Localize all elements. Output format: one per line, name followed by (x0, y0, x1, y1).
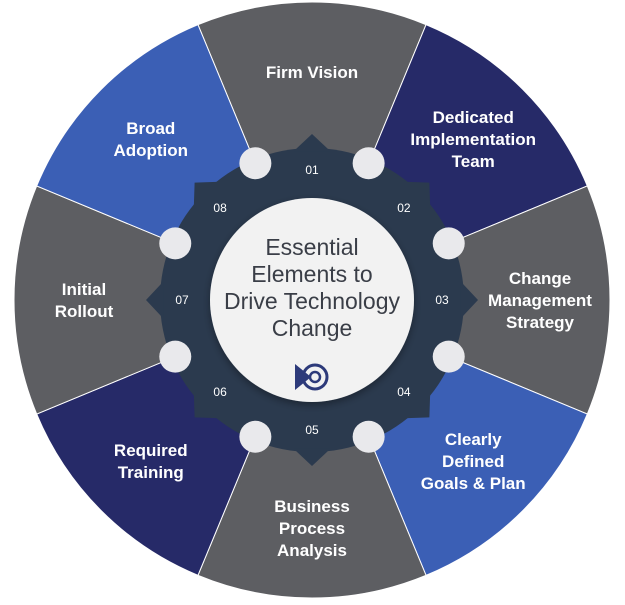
segment-label-line: Clearly (445, 430, 502, 449)
segment-number-06: 06 (213, 385, 227, 399)
segment-number-08: 08 (213, 201, 227, 215)
segment-label-line: Broad (126, 119, 175, 138)
center-title-line: Change (272, 315, 353, 341)
gear-notch (432, 227, 465, 260)
gear-pointer-01 (293, 134, 331, 152)
center-title-line: Essential (265, 234, 358, 260)
segment-label-line: Analysis (277, 541, 347, 560)
segment-number-02: 02 (397, 201, 411, 215)
segment-label-line: Defined (442, 452, 504, 471)
gear-pointer-03 (460, 281, 478, 319)
segment-number-05: 05 (305, 423, 319, 437)
numbers-layer: 01 02 03 04 05 06 07 08 (175, 163, 449, 437)
target-play-icon (295, 363, 329, 391)
segment-label-line: Adoption (113, 141, 188, 160)
gear-notch (159, 227, 192, 260)
segment-number-07: 07 (175, 293, 189, 307)
gear-notch (432, 340, 465, 373)
segment-label-line: Dedicated (433, 108, 514, 127)
segment-label-line: Implementation (410, 130, 536, 149)
segment-label-line: Business (274, 497, 350, 516)
center-title-line: Drive Technology (224, 288, 401, 314)
segment-label-line: Management (488, 291, 592, 310)
segment-label-line: Team (452, 152, 495, 171)
segment-label-line: Firm Vision (266, 63, 358, 82)
segment-number-03: 03 (435, 293, 449, 307)
gear-pointer-04 (404, 392, 431, 419)
center-circle (210, 198, 414, 402)
segment-label-line: Rollout (55, 302, 114, 321)
segment-label-01: Firm Vision (266, 63, 358, 82)
segment-label-line: Strategy (506, 313, 575, 332)
gear-notch (239, 147, 272, 180)
segment-label-line: Initial (62, 280, 106, 299)
logo-play-triangle (295, 364, 311, 390)
gear-notch (352, 147, 385, 180)
gear-pointer-06 (193, 392, 220, 419)
segment-label-line: Change (509, 269, 571, 288)
gear-notch (239, 420, 272, 453)
gear-pointer-02 (404, 181, 431, 208)
segment-label-line: Goals & Plan (421, 474, 526, 493)
gear-pointer-08 (193, 181, 220, 208)
segment-label-line: Process (279, 519, 345, 538)
segment-label-line: Required (114, 441, 188, 460)
segment-label-line: Training (118, 463, 184, 482)
segment-number-04: 04 (397, 385, 411, 399)
gear-notch (352, 420, 385, 453)
segment-number-01: 01 (305, 163, 319, 177)
gear-pointer-07 (146, 281, 164, 319)
center-title-line: Elements to (251, 261, 372, 287)
gear-notch (159, 340, 192, 373)
gear-pointer-05 (293, 448, 331, 466)
